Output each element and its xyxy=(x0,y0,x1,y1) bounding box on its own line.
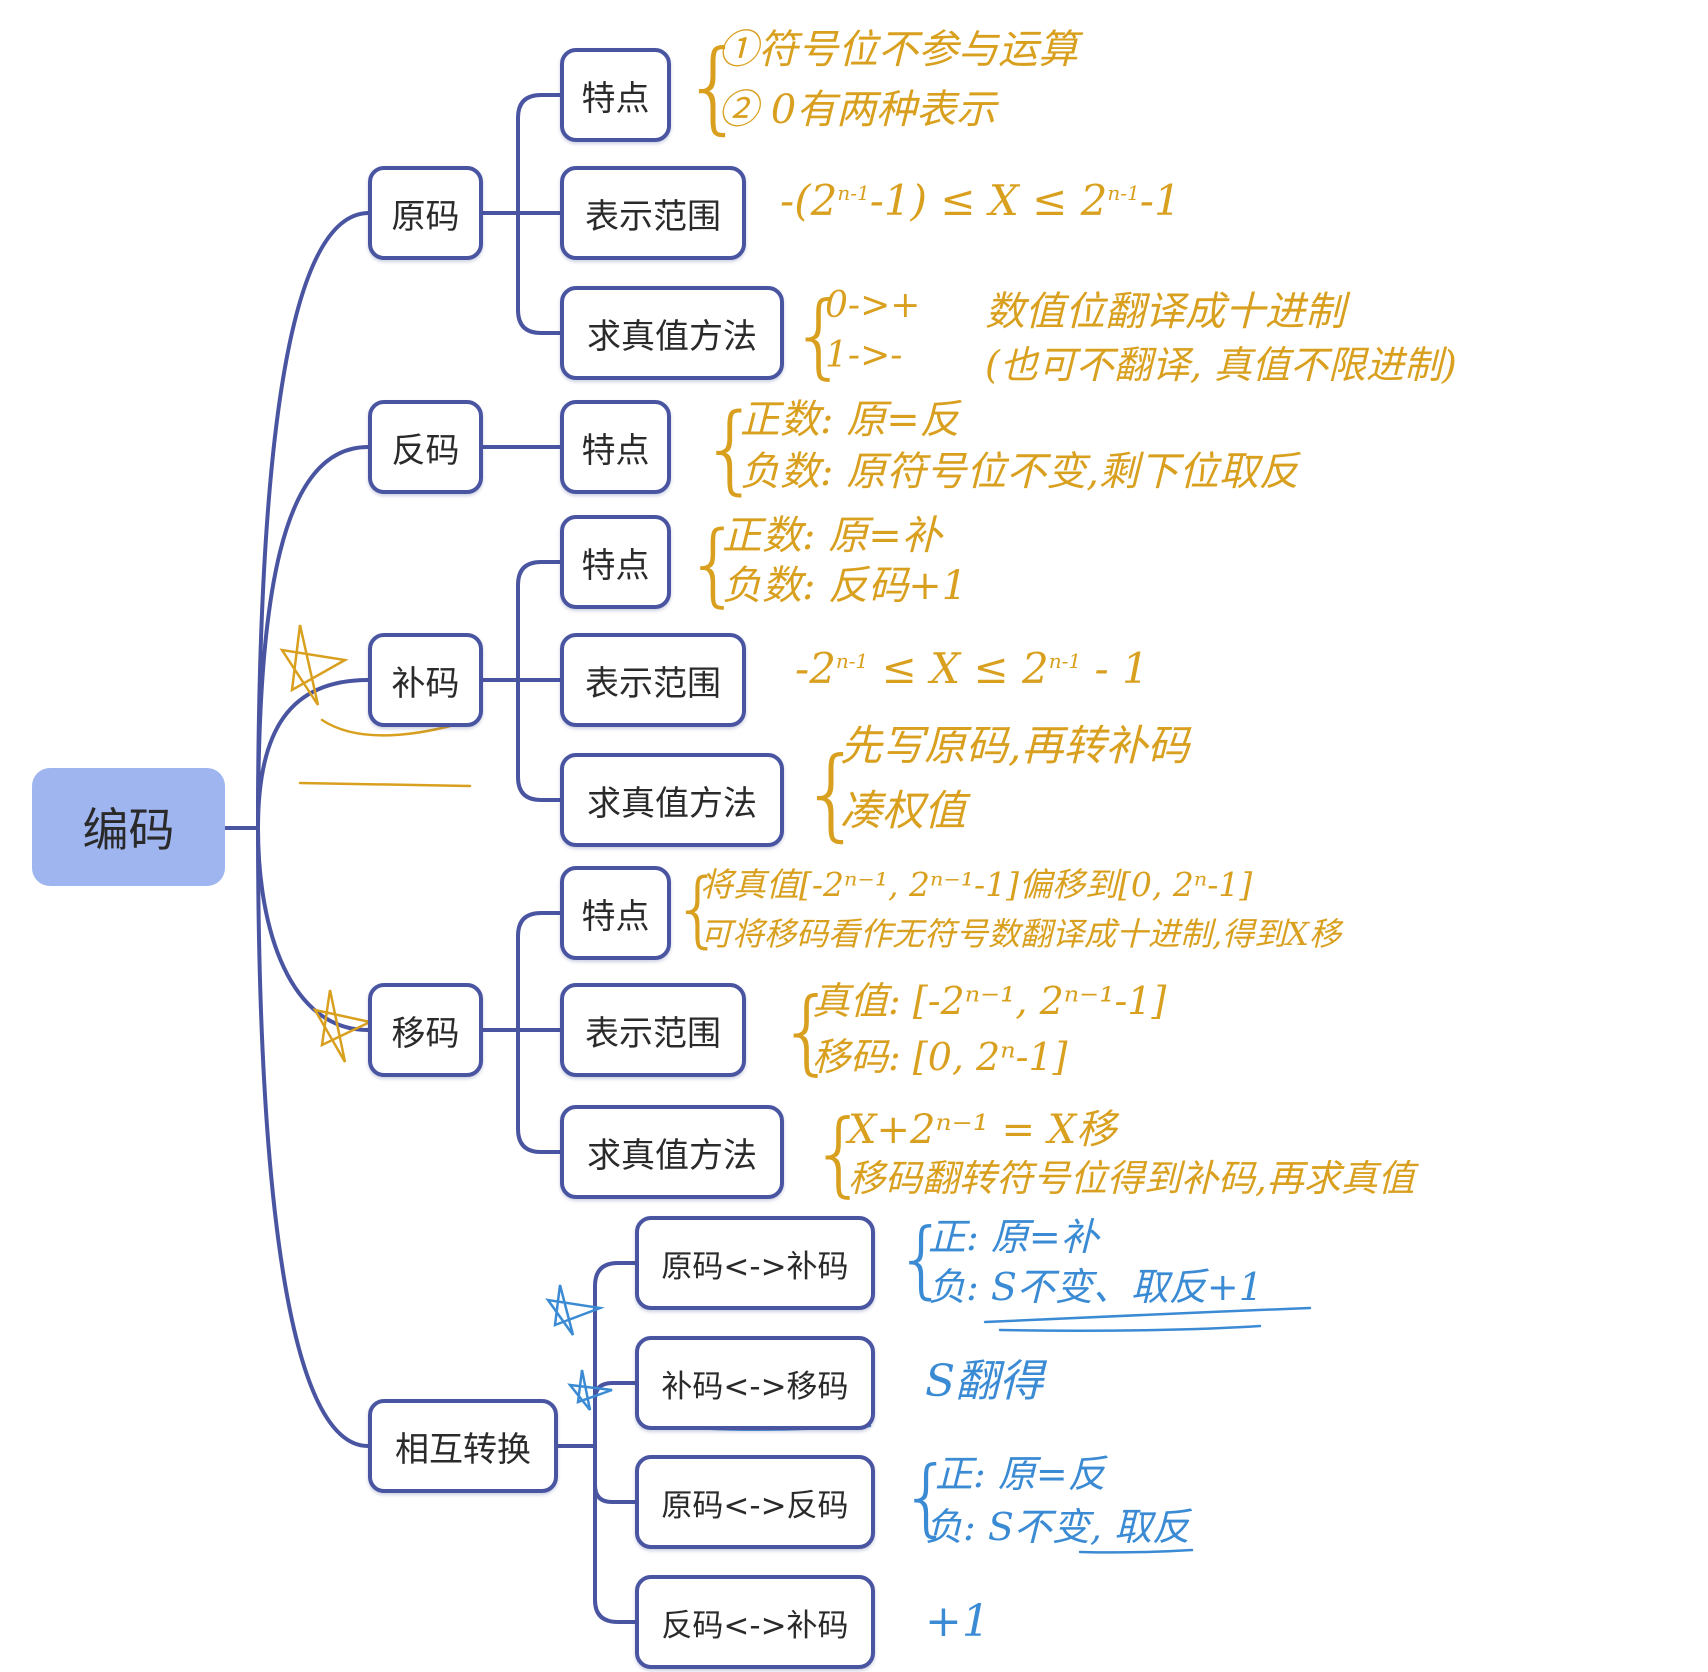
node-label: 原码<->反码 xyxy=(661,1487,849,1524)
node-label: 求真值方法 xyxy=(587,316,757,357)
brace-mark: { xyxy=(810,1100,869,1207)
node-label: 原码 xyxy=(391,196,460,237)
brace-mark: { xyxy=(700,393,762,505)
node-label: 补码 xyxy=(391,663,460,704)
node-yima-qiuzhen[interactable]: 求真值方法 xyxy=(560,1105,784,1199)
note-text: 真值: [-2ⁿ⁻¹, 2ⁿ⁻¹-1] xyxy=(812,979,1167,1023)
node-label: 表示范围 xyxy=(585,196,721,237)
note-text: 负数: 原符号位不变,剩下位取反 xyxy=(740,449,1299,495)
node-label: 表示范围 xyxy=(585,1013,721,1054)
node-label: 求真值方法 xyxy=(587,1135,757,1176)
node-convert-fan-bu[interactable]: 反码<->补码 xyxy=(635,1575,875,1669)
node-label: 移码 xyxy=(391,1013,460,1054)
node-label: 表示范围 xyxy=(585,663,721,704)
root-node[interactable]: 编码 xyxy=(32,768,225,886)
node-yima-fanwei[interactable]: 表示范围 xyxy=(560,983,746,1077)
note-text: 移码翻转符号位得到补码,再求真值 xyxy=(848,1157,1415,1200)
note-text: +1 xyxy=(925,1596,990,1647)
node-label: 特点 xyxy=(581,78,650,119)
node-convert-yuan-fan[interactable]: 原码<->反码 xyxy=(635,1455,875,1549)
note-text: X+2ⁿ⁻¹ = X移 xyxy=(848,1107,1117,1153)
node-label: 原码<->补码 xyxy=(661,1248,849,1285)
brace-mark: { xyxy=(800,735,864,852)
note-text: 负: S不变、取反+1 xyxy=(928,1265,1263,1309)
node-huzhuan[interactable]: 相互转换 xyxy=(368,1399,558,1493)
node-label: 相互转换 xyxy=(395,1429,531,1470)
note-text: 负: S不变, 取反 xyxy=(925,1505,1191,1549)
note-text: ② 0有两种表示 xyxy=(718,87,997,133)
note-text: 可将移码看作无符号数翻译成十进制,得到X移 xyxy=(700,915,1341,953)
note-text: 正: 原=反 xyxy=(935,1452,1106,1496)
note-text: S翻得 xyxy=(925,1356,1044,1407)
note-text: 凑权值 xyxy=(840,786,967,835)
node-convert-yuan-bu[interactable]: 原码<->补码 xyxy=(635,1216,875,1310)
root-label: 编码 xyxy=(82,803,175,857)
note-text: 正数: 原=补 xyxy=(722,513,942,559)
node-yuanma-fanwei[interactable]: 表示范围 xyxy=(560,166,746,260)
node-fanma-tedian[interactable]: 特点 xyxy=(560,400,671,494)
brace-mark: { xyxy=(895,1210,949,1308)
node-label: 反码 xyxy=(391,430,460,471)
note-text: 正: 原=补 xyxy=(928,1215,1099,1259)
node-buma-qiuzhen[interactable]: 求真值方法 xyxy=(560,753,784,847)
node-label: 补码<->移码 xyxy=(661,1368,849,1405)
node-yuanma-qiuzhen[interactable]: 求真值方法 xyxy=(560,286,784,380)
node-yima[interactable]: 移码 xyxy=(368,983,483,1077)
node-label: 反码<->补码 xyxy=(661,1607,849,1644)
node-fanma[interactable]: 反码 xyxy=(368,400,483,494)
note-text: ①符号位不参与运算 xyxy=(718,27,1078,73)
note-text: 数值位翻译成十进制 xyxy=(985,289,1345,335)
brace-mark: { xyxy=(685,512,743,617)
note-text: 1->- xyxy=(825,335,903,376)
node-yuanma-tedian[interactable]: 特点 xyxy=(560,48,671,142)
note-text: 负数: 反码+1 xyxy=(722,563,968,609)
note-text: 移码: [0, 2ⁿ-1] xyxy=(812,1035,1068,1079)
node-label: 求真值方法 xyxy=(587,783,757,824)
node-yuanma[interactable]: 原码 xyxy=(368,166,483,260)
star-marks xyxy=(279,624,472,1063)
node-yima-tedian[interactable]: 特点 xyxy=(560,866,671,960)
note-text: 先写原码,再转补码 xyxy=(840,721,1190,770)
node-buma-fanwei[interactable]: 表示范围 xyxy=(560,633,746,727)
note-text: 正数: 原=反 xyxy=(740,397,960,443)
brace-mark: { xyxy=(900,1448,954,1546)
node-label: 特点 xyxy=(581,430,650,471)
note-text: 0->+ xyxy=(825,285,921,326)
note-text: (也可不翻译, 真值不限进制) xyxy=(985,343,1457,387)
node-convert-bu-yi[interactable]: 补码<->移码 xyxy=(635,1336,875,1430)
note-text: 将真值[-2ⁿ⁻¹, 2ⁿ⁻¹-1]偏移到[0, 2ⁿ-1] xyxy=(700,865,1253,904)
node-label: 特点 xyxy=(581,545,650,586)
note-formula: -2n-1 ≤ X ≤ 2n-1 - 1 xyxy=(795,644,1149,693)
node-buma[interactable]: 补码 xyxy=(368,633,483,727)
brace-mark: { xyxy=(682,28,746,145)
brace-mark: { xyxy=(672,862,725,957)
node-label: 特点 xyxy=(581,896,650,937)
brace-mark: { xyxy=(790,282,849,389)
brace-mark: { xyxy=(778,978,837,1085)
node-buma-tedian[interactable]: 特点 xyxy=(560,515,671,609)
note-formula: -(2n-1-1) ≤ X ≤ 2n-1-1 xyxy=(780,176,1181,225)
